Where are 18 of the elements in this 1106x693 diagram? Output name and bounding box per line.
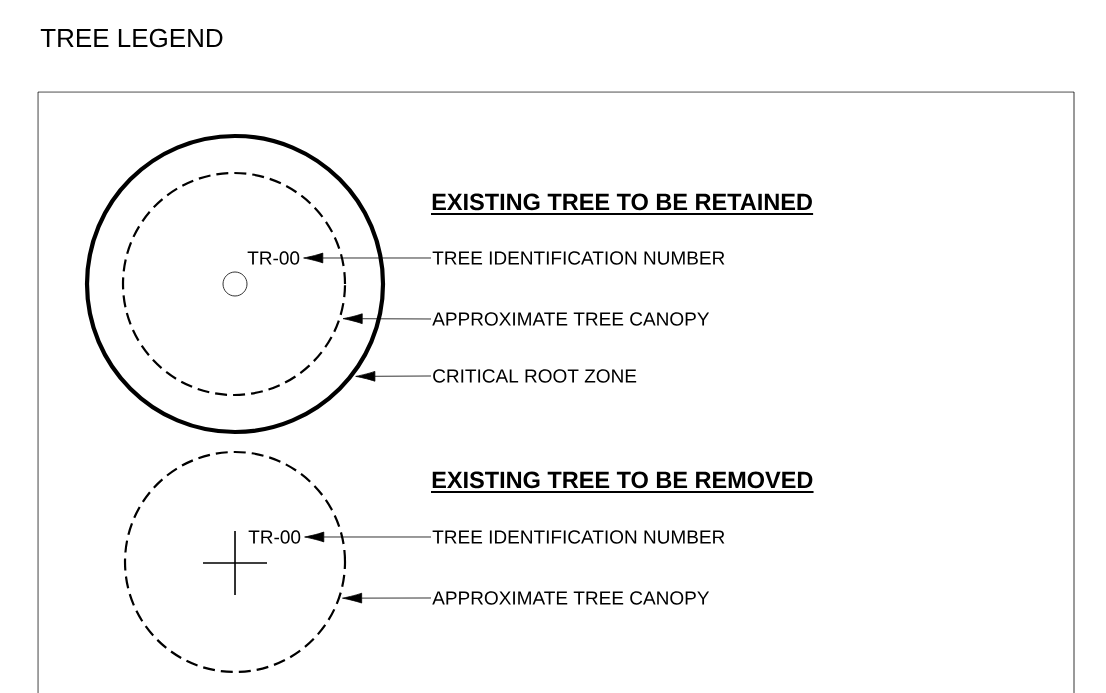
leader-text: TREE IDENTIFICATION NUMBER bbox=[432, 530, 725, 544]
leader-text: TREE IDENTIFICATION NUMBER bbox=[432, 251, 725, 265]
leader-arrow bbox=[304, 531, 432, 543]
canopy-circle bbox=[121, 171, 347, 397]
title: TREE LEGEND bbox=[40, 28, 223, 48]
leader-text: CRITICAL ROOT ZONE bbox=[433, 369, 637, 383]
leader-arrow bbox=[303, 252, 432, 264]
tree-id-text: TR-00 bbox=[248, 530, 301, 544]
root-zone-circle bbox=[84, 133, 386, 435]
leader-arrow bbox=[342, 313, 432, 325]
heading: EXISTING TREE TO BE REMOVED bbox=[430, 471, 815, 493]
leader-arrow bbox=[355, 371, 432, 382]
leader-arrow bbox=[342, 592, 432, 604]
leader-text: APPROXIMATE TREE CANOPY bbox=[432, 312, 710, 326]
heading: EXISTING TREE TO BE RETAINED bbox=[430, 193, 815, 215]
canopy-circle bbox=[123, 450, 347, 674]
leader-text: APPROXIMATE TREE CANOPY bbox=[432, 591, 710, 605]
tree-id-text: TR-00 bbox=[247, 251, 300, 265]
